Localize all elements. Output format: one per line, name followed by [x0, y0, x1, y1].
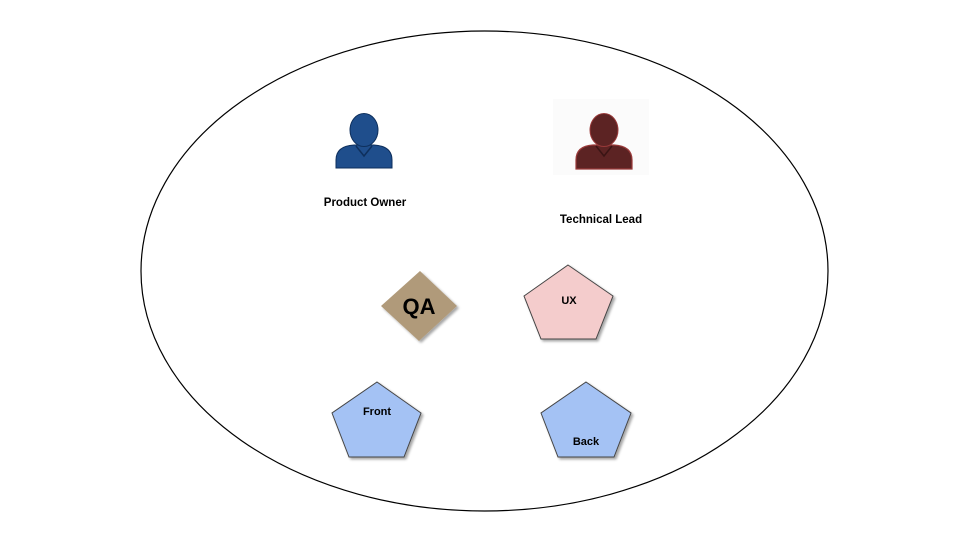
ux-pentagon	[523, 264, 614, 340]
qa-label: QA	[403, 294, 436, 319]
front-pentagon	[331, 381, 422, 458]
technical-lead-label: Technical Lead	[560, 214, 642, 226]
technical-lead-person-icon	[553, 99, 649, 175]
qa-diamond	[381, 271, 457, 341]
team-boundary-ellipse	[140, 30, 829, 512]
product-owner-label: Product Owner	[324, 197, 407, 209]
technical-lead-person-collar	[595, 145, 613, 158]
product-owner-person-collar	[355, 145, 373, 158]
back-pentagon	[540, 381, 632, 458]
product-owner-person-icon	[335, 113, 393, 169]
ux-label: UX	[561, 295, 577, 307]
technical-lead-person-head	[589, 113, 619, 147]
product-owner-person-head	[349, 113, 379, 147]
front-label: Front	[363, 406, 391, 418]
back-label: Back	[573, 436, 600, 448]
